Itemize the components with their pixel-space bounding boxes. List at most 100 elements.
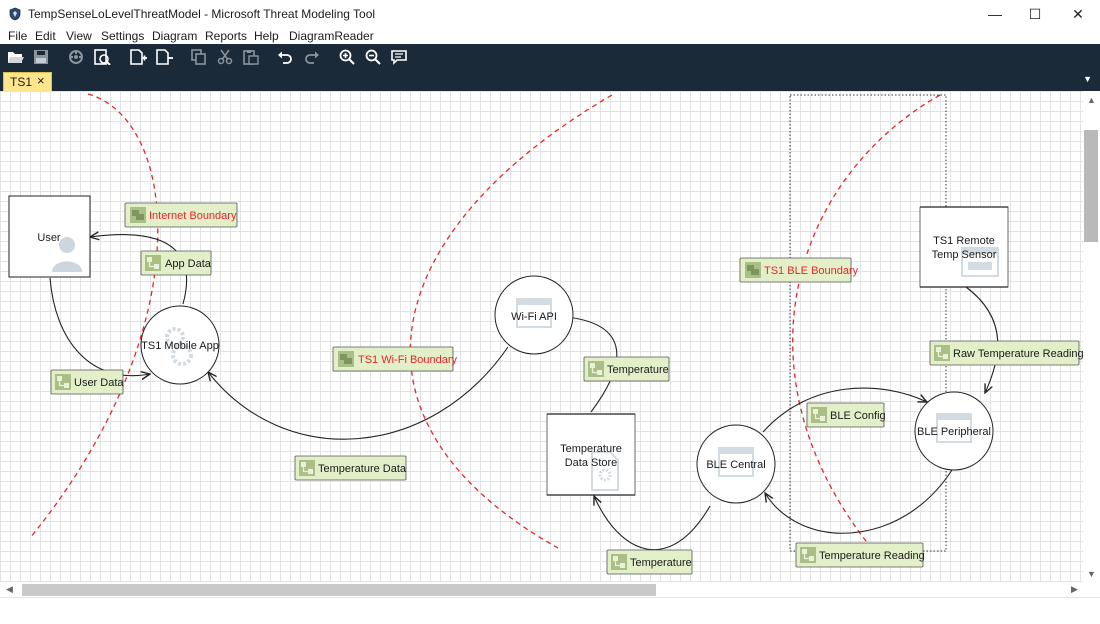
label-user-data-text: User Data: [74, 377, 124, 389]
label-temperature-to-api-text: Temperature: [607, 364, 669, 376]
cut-icon[interactable]: [215, 47, 235, 67]
open-icon[interactable]: [6, 47, 26, 67]
label-user-data[interactable]: User Data: [50, 369, 124, 395]
menu-settings[interactable]: Settings: [101, 29, 145, 43]
paste-icon[interactable]: [241, 47, 261, 67]
label-ble-config[interactable]: BLE Config: [806, 402, 886, 428]
flow-ble-config[interactable]: [762, 387, 927, 433]
scroll-right-arrow-icon[interactable]: ▶: [1071, 584, 1078, 594]
label-temperature-to-store-text: Temperature: [630, 557, 692, 569]
entity-remote-sensor-label-2: Temp Sensor: [932, 249, 997, 261]
entity-ble-peripheral[interactable]: BLE Peripheral: [914, 391, 994, 471]
label-ble-config-text: BLE Config: [830, 410, 886, 422]
flow-icon: [54, 373, 72, 391]
label-temperature-data-text: Temperature Data: [318, 463, 407, 475]
app-shield-icon: [9, 7, 21, 21]
label-temperature-to-store[interactable]: Temperature: [606, 549, 693, 575]
label-temperature-reading-text: Temperature Reading: [819, 550, 925, 562]
label-app-data-text: App Data: [165, 258, 212, 270]
flow-raw-temperature[interactable]: [965, 286, 999, 393]
zoom-in-icon[interactable]: [337, 47, 357, 67]
scroll-up-arrow-icon[interactable]: ▲: [1087, 95, 1096, 105]
tab-ts1[interactable]: TS1 ×: [3, 72, 52, 91]
flow-app-data[interactable]: [90, 235, 188, 305]
label-ble-boundary[interactable]: TS1 BLE Boundary: [739, 257, 859, 283]
boundary-icon: [338, 351, 354, 367]
menu-bar: File Edit View Settings Diagram Reports …: [0, 28, 1100, 44]
label-internet-boundary-text: Internet Boundary: [149, 210, 237, 222]
label-raw-temperature-text: Raw Temperature Reading: [953, 348, 1083, 360]
tab-list-dropdown-icon[interactable]: ▼: [1083, 74, 1092, 84]
zoom-out-icon[interactable]: [363, 47, 383, 67]
save-icon[interactable]: [31, 47, 51, 67]
diagram-view-icon[interactable]: [92, 47, 112, 67]
menu-help[interactable]: Help: [254, 29, 279, 43]
label-internet-boundary[interactable]: Internet Boundary: [124, 202, 238, 228]
title-bar: TempSenseLoLevelThreatModel - Microsoft …: [0, 0, 1100, 28]
flow-temperature-to-store[interactable]: [594, 496, 711, 551]
flow-temperature-data[interactable]: [208, 346, 509, 440]
copy-icon[interactable]: [189, 47, 209, 67]
toolbar: [0, 44, 1100, 70]
flow-temperature-to-api[interactable]: [555, 316, 618, 413]
notes-icon[interactable]: [389, 47, 409, 67]
menu-edit[interactable]: Edit: [35, 29, 56, 43]
scroll-down-arrow-icon[interactable]: ▼: [1087, 569, 1096, 579]
window-glyph-icon: [718, 447, 754, 477]
analysis-icon[interactable]: [66, 47, 86, 67]
label-temperature-reading[interactable]: Temperature Reading: [795, 542, 925, 568]
flow-icon: [810, 406, 828, 424]
wifi-boundary-line[interactable]: [409, 94, 613, 549]
tab-close-icon[interactable]: ×: [37, 73, 45, 88]
entity-ble-central[interactable]: BLE Central: [696, 424, 776, 504]
document-gear-icon: [591, 451, 619, 491]
flow-user-data[interactable]: [49, 277, 150, 376]
entity-user[interactable]: User: [8, 195, 91, 278]
scroll-left-arrow-icon[interactable]: ◀: [6, 584, 13, 594]
ble-boundary-line[interactable]: [792, 94, 941, 557]
entity-remote-sensor-label-1: TS1 Remote: [933, 235, 995, 247]
diagram-canvas[interactable]: User TS1 Mobile App Wi-Fi API: [0, 91, 1083, 582]
entity-user-label: User: [37, 232, 61, 244]
tab-ts1-label: TS1: [10, 75, 33, 89]
delete-diagram-icon[interactable]: [154, 47, 174, 67]
window-title: TempSenseLoLevelThreatModel - Microsoft …: [28, 7, 376, 21]
entity-mobile-app[interactable]: TS1 Mobile App: [140, 305, 220, 385]
label-wifi-boundary[interactable]: TS1 Wi-Fi Boundary: [332, 346, 458, 372]
vertical-scroll-thumb[interactable]: [1084, 130, 1098, 242]
entity-wifi-api[interactable]: Wi-Fi API: [494, 275, 574, 355]
flow-temperature-reading[interactable]: [765, 469, 953, 534]
entity-ble-peripheral-label: BLE Peripheral: [917, 426, 991, 438]
label-temperature-to-api[interactable]: Temperature: [583, 356, 670, 382]
flow-icon: [933, 344, 951, 362]
flow-icon: [610, 553, 628, 571]
menu-diagram[interactable]: Diagram: [152, 29, 198, 43]
label-temperature-data[interactable]: Temperature Data: [294, 455, 407, 481]
label-ble-boundary-text: TS1 BLE Boundary: [764, 265, 859, 277]
close-button[interactable]: ✕: [1072, 5, 1084, 22]
undo-icon[interactable]: [275, 47, 295, 67]
internet-boundary-line[interactable]: [29, 93, 159, 539]
status-bar: [0, 597, 1100, 624]
user-silhouette-icon: [52, 237, 82, 272]
horizontal-scroll-thumb[interactable]: [22, 584, 656, 596]
label-raw-temperature[interactable]: Raw Temperature Reading: [929, 340, 1083, 366]
entity-data-store-label-2: Data Store: [565, 457, 618, 469]
label-wifi-boundary-text: TS1 Wi-Fi Boundary: [358, 354, 458, 366]
menu-view[interactable]: View: [66, 29, 92, 43]
gear-icon: [165, 327, 193, 366]
diagram-svg: User TS1 Mobile App Wi-Fi API: [8, 93, 1083, 575]
entity-data-store-label-1: Temperature: [560, 443, 622, 455]
entity-remote-sensor[interactable]: TS1 Remote Temp Sensor: [919, 206, 1009, 288]
boundary-icon: [745, 262, 761, 278]
menu-reports[interactable]: Reports: [205, 29, 248, 43]
new-diagram-icon[interactable]: [128, 47, 148, 67]
entity-data-store[interactable]: Temperature Data Store: [546, 413, 636, 496]
maximize-button[interactable]: ☐: [1028, 5, 1042, 22]
entity-ble-central-label: BLE Central: [706, 459, 765, 471]
minimize-button[interactable]: —: [988, 6, 1002, 22]
label-app-data[interactable]: App Data: [140, 250, 212, 276]
menu-diagramreader[interactable]: DiagramReader: [289, 29, 374, 43]
redo-icon[interactable]: [302, 47, 322, 67]
menu-file[interactable]: File: [8, 29, 28, 43]
